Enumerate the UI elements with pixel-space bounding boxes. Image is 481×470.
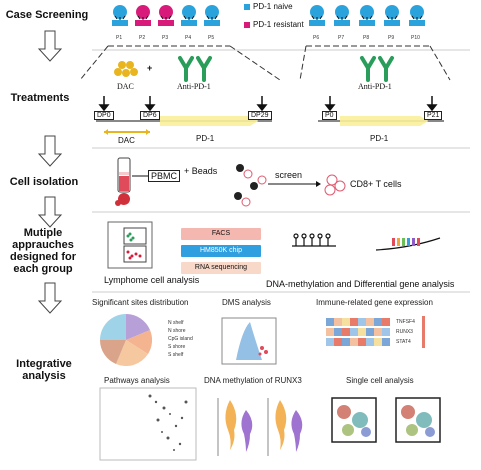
cd8-cells-icon xyxy=(324,174,346,196)
cd8-label: CD8+ T cells xyxy=(350,179,402,189)
single-cell-umap-plots xyxy=(331,397,441,443)
timepoint-dp6: DP6 xyxy=(140,111,160,120)
patient-label-p7: P7 xyxy=(338,35,345,41)
patient-group-right xyxy=(309,5,425,26)
patient-label-p6: P6 xyxy=(313,35,320,41)
anti-pd1-right-label: Anti-PD-1 xyxy=(358,82,392,91)
antibody-icon-left xyxy=(178,56,212,82)
patient-group-left xyxy=(112,5,220,26)
legend-resistant-swatch xyxy=(244,22,250,28)
dna-methylation-label: DNA-methylation and Differential gene an… xyxy=(266,279,455,289)
dac-label: DAC xyxy=(117,82,134,91)
bar-pd1-left-label: PD-1 xyxy=(196,134,215,143)
step-label-cell-isolation: Cell isolation xyxy=(9,176,79,188)
antibody-icon-right xyxy=(360,56,394,82)
dac-drug-icon xyxy=(114,61,138,77)
flow-arrow-3 xyxy=(37,196,63,228)
immune-title: Immune-related gene expression xyxy=(316,298,433,307)
rnaseq-box: RNA sequencing xyxy=(181,262,261,274)
treatment-timeline-right xyxy=(318,116,444,126)
timepoint-dp0: DP0 xyxy=(94,111,114,120)
flow-arrow-4 xyxy=(37,282,63,314)
pbmc-label: PBMC xyxy=(148,170,181,182)
single-cell-title: Single cell analysis xyxy=(346,376,414,385)
runx3-violin-plots xyxy=(217,398,303,456)
gene-label-tnfsf4: TNFSF4 xyxy=(396,319,415,325)
flow-arrow-2 xyxy=(37,135,63,167)
patient-label-p5: P5 xyxy=(208,35,215,41)
flow-arrow-1 xyxy=(37,30,63,62)
step-label-multiple-approaches: Mutiple apprauches designed for each gro… xyxy=(9,227,76,275)
legend-resistant-label: PD-1 resistant xyxy=(253,20,304,29)
dms-title: DMS analysis xyxy=(222,298,271,307)
beads-cells-icon xyxy=(234,164,267,207)
facs-box: FACS xyxy=(181,228,261,240)
patient-label-p9: P9 xyxy=(388,35,395,41)
patient-label-p8: P8 xyxy=(363,35,370,41)
bar-pd1-right-label: PD-1 xyxy=(370,134,389,143)
beads-label: + Beads xyxy=(184,166,218,176)
gene-strand-icon xyxy=(375,237,441,251)
lymphome-label: Lymphome cell analysis xyxy=(104,275,200,285)
sig-sites-title: Significant sites distribution xyxy=(92,298,189,307)
dms-volcano-plot xyxy=(221,317,277,365)
pie-legend-cpg-island: CpG island xyxy=(168,336,193,342)
timepoint-p21: P21 xyxy=(424,111,443,120)
pathways-dot-plot xyxy=(99,387,197,461)
screen-label: screen xyxy=(275,170,303,180)
pie-legend-s-shore: S shore xyxy=(168,344,186,350)
flow-cytometry-plot xyxy=(107,221,153,269)
legend-naive-label: PD-1 naive xyxy=(253,2,293,11)
pie-legend-n-shore: N shore xyxy=(168,328,186,334)
patient-label-p1: P1 xyxy=(116,35,123,41)
anti-pd1-left-label: Anti-PD-1 xyxy=(177,82,211,91)
legend-naive-swatch xyxy=(244,4,250,10)
runx3-title: DNA methylation of RUNX3 xyxy=(204,376,302,385)
bar-dac-label: DAC xyxy=(118,136,135,145)
gene-label-stat4: STAT4 xyxy=(396,339,411,345)
pie-legend-n-shelf: N shelf xyxy=(168,320,184,326)
patient-label-p3: P3 xyxy=(162,35,169,41)
step-label-integrative: Integrative analysis xyxy=(16,358,72,382)
timepoint-dp29: DP29 xyxy=(248,111,272,120)
hm850k-box: HM850K chip xyxy=(181,245,261,257)
methylation-probe-icon xyxy=(292,233,336,247)
patient-label-p2: P2 xyxy=(139,35,146,41)
step-label-treatments: Treatments xyxy=(10,92,70,104)
treatment-timeline-left xyxy=(96,116,272,135)
blood-tube-icon xyxy=(115,157,131,206)
step-label-case-screening: Case Screening xyxy=(5,9,89,21)
patient-label-p4: P4 xyxy=(185,35,192,41)
sites-pie-chart xyxy=(100,314,153,367)
immune-heatmap xyxy=(326,316,425,348)
timepoint-p0: P0 xyxy=(322,111,337,120)
pie-legend-s-shelf: S shelf xyxy=(168,352,184,358)
pathways-title: Pathways analysis xyxy=(104,376,170,385)
plus-sign: + xyxy=(147,63,153,73)
gene-label-runx3: RUNX3 xyxy=(396,329,413,335)
patient-label-p10: P10 xyxy=(411,35,420,41)
